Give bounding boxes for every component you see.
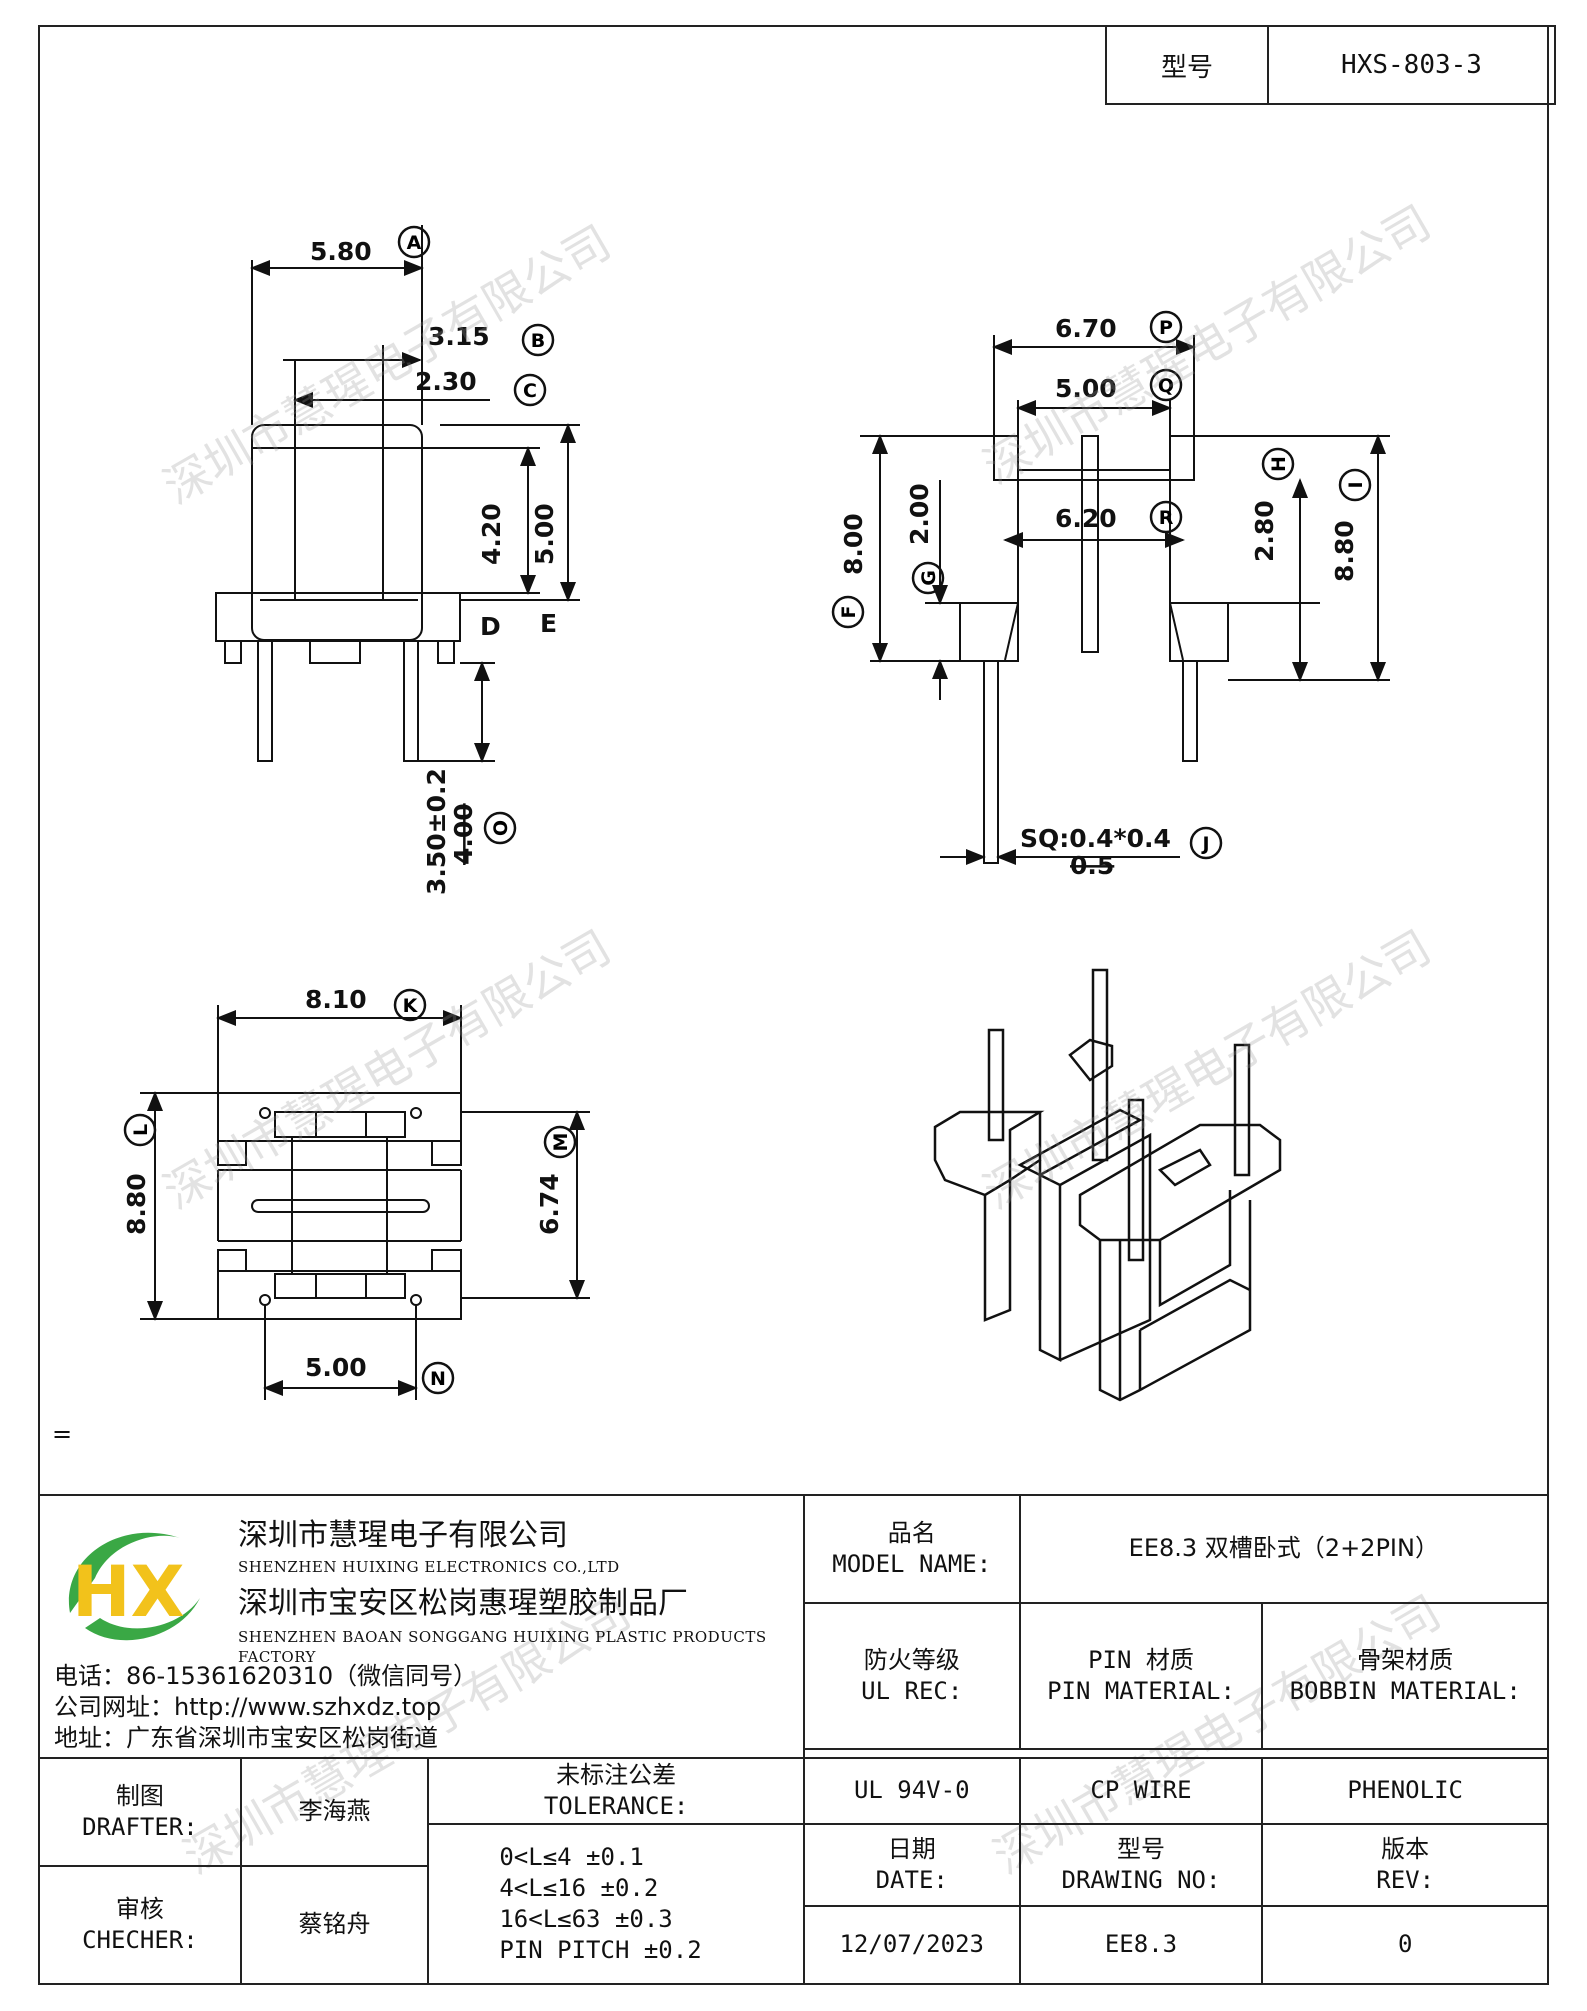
- company-info: HX 深圳市慧瑆电子有限公司 SHENZHEN HUIXING ELECTRON…: [38, 1494, 805, 1759]
- factory-name-cn: 深圳市宝安区松岗惠瑆塑胶制品厂: [238, 1586, 688, 1621]
- ul-rec-header: 防火等级 UL REC:: [802, 1602, 1021, 1750]
- dim-N: 5.00: [305, 1353, 367, 1382]
- company-phone: 电话：86-15361620310（微信同号）: [54, 1662, 478, 1690]
- dim-L: 8.80: [122, 1173, 151, 1235]
- svg-text:Q: Q: [1158, 375, 1174, 397]
- dim-O: 3.50±0.2: [422, 768, 451, 895]
- dim-E: E: [540, 609, 557, 638]
- ref-circle-O: O: [483, 811, 517, 845]
- dim-J2: 0.5: [1070, 851, 1114, 880]
- dim-F: 8.00: [839, 513, 868, 575]
- dim-P: 6.70: [1055, 314, 1117, 343]
- ref-circle-N: N: [421, 1361, 455, 1395]
- date-header: 日期 DATE:: [802, 1823, 1021, 1907]
- dim-H: 2.80: [1250, 500, 1279, 562]
- side-view: [860, 335, 1390, 865]
- bobbin-material-value: PHENOLIC: [1261, 1757, 1549, 1825]
- svg-text:N: N: [430, 1368, 446, 1390]
- drafter-label: 制图 DRAFTER:: [38, 1757, 242, 1867]
- svg-text:R: R: [1159, 507, 1174, 529]
- dim-O2: 4.00: [449, 803, 478, 865]
- svg-text:P: P: [1159, 317, 1173, 339]
- ref-circle-C: C: [513, 373, 547, 407]
- svg-text:O: O: [490, 820, 512, 836]
- bobbin-material-header: 骨架材质 BOBBIN MATERIAL:: [1261, 1602, 1549, 1750]
- checker-name: 蔡铭舟: [239, 1865, 430, 1985]
- model-name-value: EE8.3 双槽卧式（2+2PIN）: [1018, 1494, 1550, 1604]
- reference-circles: A B C O P Q R F G H I J K L M N: [123, 225, 1372, 1395]
- svg-text:A: A: [407, 232, 422, 254]
- ref-circle-L: L: [123, 1113, 157, 1147]
- dim-C: 2.30: [415, 367, 477, 396]
- dim-R: 6.20: [1055, 504, 1117, 533]
- model-header: 型号 HXS-803-3: [1105, 25, 1556, 105]
- ref-circle-I: I: [1338, 468, 1372, 502]
- company-website: 公司网址：http://www.szhxdz.top: [54, 1693, 442, 1721]
- ref-circle-F: F: [831, 595, 865, 629]
- dim-K: 8.10: [305, 985, 367, 1014]
- svg-text:B: B: [531, 330, 545, 352]
- drawing-no-header: 型号 DRAWING NO:: [1018, 1823, 1264, 1907]
- ref-circle-P: P: [1149, 310, 1183, 344]
- pin-material-value: CP WIRE: [1018, 1757, 1264, 1825]
- drawing-no-value: EE8.3: [1018, 1905, 1264, 1985]
- dim-Q: 5.00: [1055, 374, 1117, 403]
- dim-M: 6.74: [535, 1173, 564, 1235]
- company-name-en: SHENZHEN HUIXING ELECTRONICS CO.,LTD: [238, 1558, 620, 1576]
- drafter-name: 李海燕: [239, 1757, 430, 1867]
- dim-I: 8.80: [1330, 520, 1359, 582]
- ref-circle-Q: Q: [1149, 368, 1183, 402]
- model-value: HXS-803-3: [1267, 25, 1556, 105]
- front-view: [215, 225, 580, 763]
- ref-circle-R: R: [1149, 500, 1183, 534]
- ref-circle-K: K: [393, 988, 427, 1022]
- dim-A: 5.80: [310, 237, 372, 266]
- ref-circle-M: M: [543, 1125, 577, 1159]
- svg-text:F: F: [838, 606, 860, 619]
- ref-circle-J: J: [1189, 826, 1223, 860]
- svg-text:C: C: [523, 380, 537, 402]
- company-name-cn: 深圳市慧瑆电子有限公司: [238, 1518, 568, 1553]
- company-logo-icon: HX: [68, 1532, 200, 1641]
- dim-4-20: 4.20: [477, 503, 506, 565]
- company-address: 地址：广东省深圳市宝安区松岗街道: [54, 1724, 438, 1752]
- dim-G: 2.00: [905, 483, 934, 545]
- tolerance-header: 未标注公差 TOLERANCE:: [427, 1757, 805, 1825]
- svg-text:M: M: [550, 1133, 572, 1152]
- ref-circle-B: B: [521, 323, 555, 357]
- ref-circle-H: H: [1261, 447, 1295, 481]
- note-mark: =: [52, 1420, 73, 1448]
- rev-header: 版本 REV:: [1261, 1823, 1549, 1907]
- svg-text:L: L: [130, 1124, 152, 1136]
- logo-letters: HX: [72, 1551, 185, 1633]
- dim-J: SQ:0.4*0.4: [1020, 824, 1171, 853]
- rev-value: 0: [1261, 1905, 1549, 1985]
- checker-label: 审核 CHECHER:: [38, 1865, 242, 1985]
- dim-5-00: 5.00: [530, 503, 559, 565]
- ul-value: UL 94V-0: [802, 1757, 1021, 1825]
- model-label: 型号: [1105, 25, 1269, 105]
- svg-text:H: H: [1268, 456, 1290, 472]
- dim-D: D: [480, 612, 501, 641]
- factory-name-en: SHENZHEN BAOAN SONGGANG HUIXING PLASTIC …: [238, 1628, 767, 1666]
- title-block: HX 深圳市慧瑆电子有限公司 SHENZHEN HUIXING ELECTRON…: [38, 1494, 1550, 1985]
- svg-text:J: J: [1200, 833, 1209, 855]
- dim-B: 3.15: [428, 322, 490, 351]
- technical-drawing: 5.80 3.15 2.30 4.20 5.00 D E 3.50±0.2 4.…: [122, 225, 1390, 1402]
- ref-circle-G: G: [911, 561, 945, 595]
- tolerance-values: 0<L≤4 ±0.1 4<L≤16 ±0.2 16<L≤63 ±0.3 PIN …: [427, 1823, 805, 1985]
- date-value: 12/07/2023: [802, 1905, 1021, 1985]
- svg-text:I: I: [1345, 481, 1367, 488]
- drawing-frame: [38, 25, 1549, 1985]
- pin-material-header: PIN 材质 PIN MATERIAL:: [1018, 1602, 1264, 1750]
- model-name-header: 品名 MODEL NAME:: [802, 1494, 1021, 1604]
- top-view: [140, 1005, 590, 1400]
- svg-text:G: G: [918, 570, 940, 586]
- ref-circle-A: A: [397, 225, 431, 259]
- svg-text:K: K: [403, 995, 419, 1017]
- isometric-view: [933, 968, 1282, 1402]
